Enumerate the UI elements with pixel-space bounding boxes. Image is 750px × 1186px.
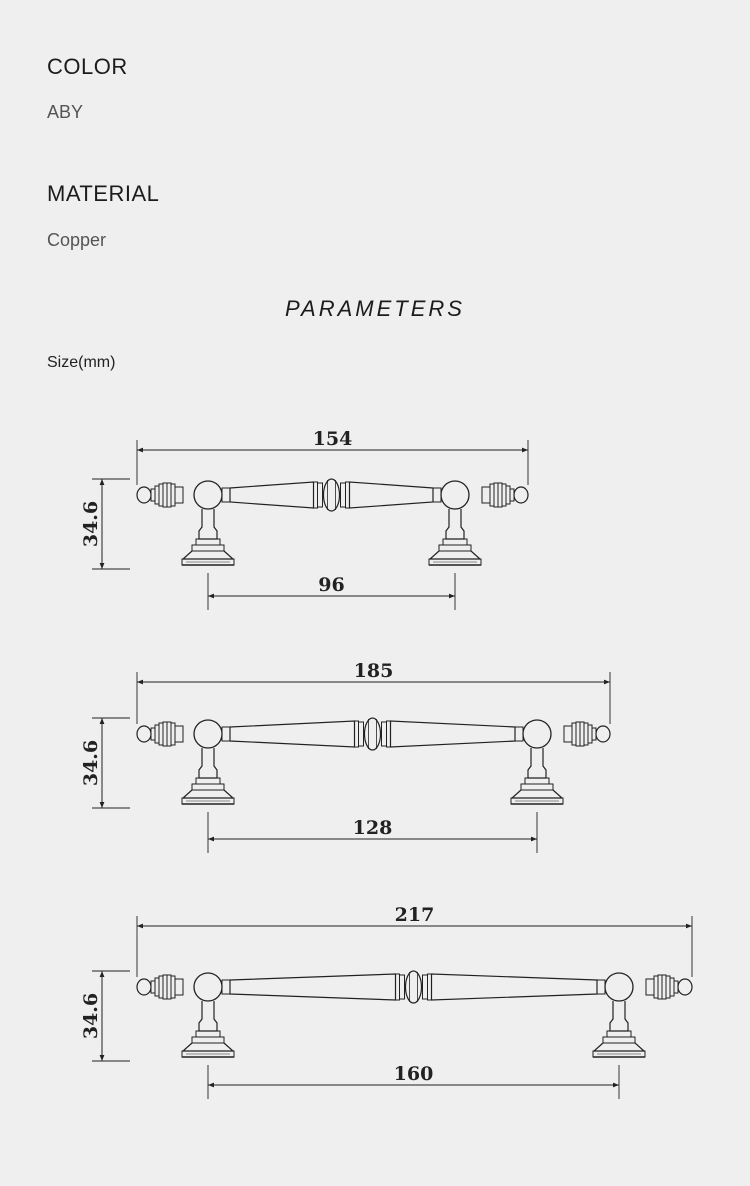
overall-length-label: 217 — [395, 904, 435, 926]
material-heading: MATERIAL — [47, 181, 160, 206]
sphere-left — [193, 480, 223, 510]
color-value: ABY — [47, 102, 84, 122]
handle-drawing-1: 154 96 34.6 — [80, 428, 529, 610]
sphere-left — [193, 972, 223, 1002]
sphere-right — [604, 972, 634, 1002]
handle-drawing-2: 185 128 34.6 — [80, 660, 611, 853]
size-label: Size(mm) — [47, 354, 116, 371]
overall-length-label: 154 — [313, 428, 353, 450]
center-distance-label: 128 — [353, 817, 393, 839]
height-label: 34.6 — [80, 740, 102, 786]
height-label: 34.6 — [80, 993, 102, 1039]
overall-length-label: 185 — [354, 660, 394, 682]
sphere-right — [440, 480, 470, 510]
center-distance-label: 160 — [394, 1063, 434, 1085]
sphere-left — [193, 719, 223, 749]
color-heading: COLOR — [47, 54, 128, 79]
material-value: Copper — [47, 230, 107, 250]
handle-drawing-3: 217 160 34.6 — [80, 904, 693, 1099]
parameters-title: PARAMETERS — [285, 296, 465, 321]
sphere-right — [522, 719, 552, 749]
center-distance-label: 96 — [318, 574, 344, 596]
height-label: 34.6 — [80, 501, 102, 547]
